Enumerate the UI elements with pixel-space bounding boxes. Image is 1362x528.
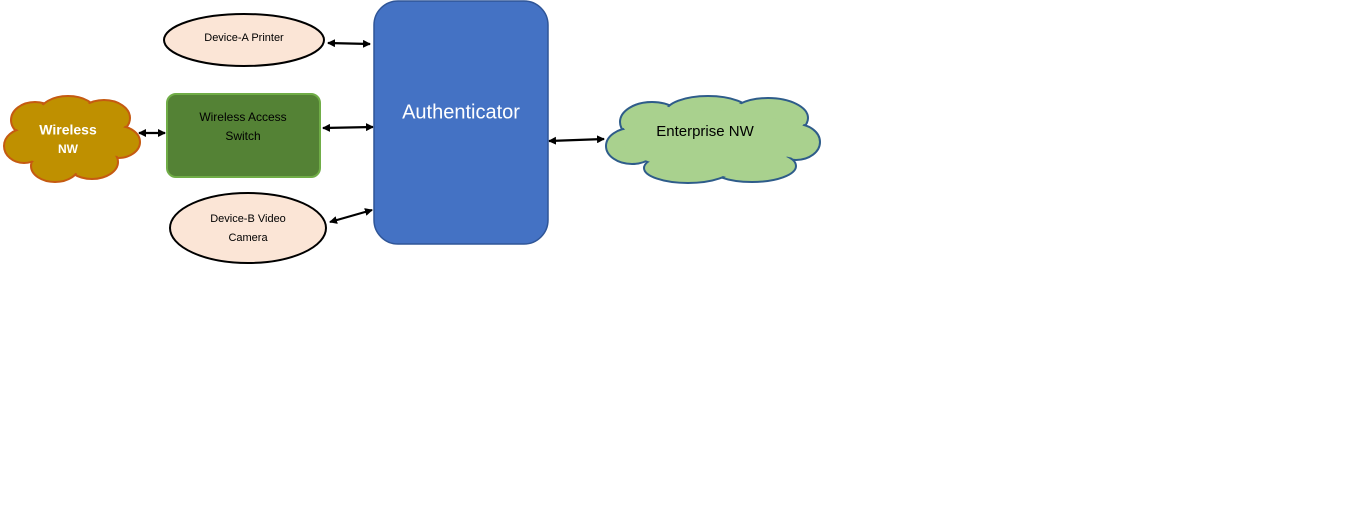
authenticator-node: Authenticator	[373, 0, 549, 245]
access-switch-node: Wireless Access Switch	[166, 93, 321, 178]
access-switch-label-line2: Switch	[225, 129, 260, 143]
connector-authenticator-enterprise	[548, 135, 605, 145]
access-switch-label-line1: Wireless Access	[199, 110, 286, 124]
connector-device-b-authenticator	[329, 208, 373, 224]
device-a-label: Device-A Printer	[204, 32, 284, 44]
wireless-nw-label-line1: Wireless	[39, 122, 97, 138]
device-a-node: Device-A Printer	[163, 13, 325, 67]
wireless-nw-label-line2: NW	[58, 142, 79, 156]
authenticator-label: Authenticator	[402, 101, 520, 123]
connector-switch-authenticator	[322, 123, 374, 132]
device-b-label-line2: Camera	[228, 232, 268, 244]
device-b-node: Device-B Video Camera	[169, 192, 327, 264]
enterprise-nw-label: Enterprise NW	[656, 123, 754, 140]
connectors	[138, 39, 605, 224]
enterprise-nw-cloud: Enterprise NW	[605, 95, 821, 184]
connector-device-a-authenticator	[327, 39, 371, 48]
wireless-nw-cloud: Wireless NW	[3, 95, 141, 183]
device-b-label-line1: Device-B Video	[210, 213, 286, 225]
